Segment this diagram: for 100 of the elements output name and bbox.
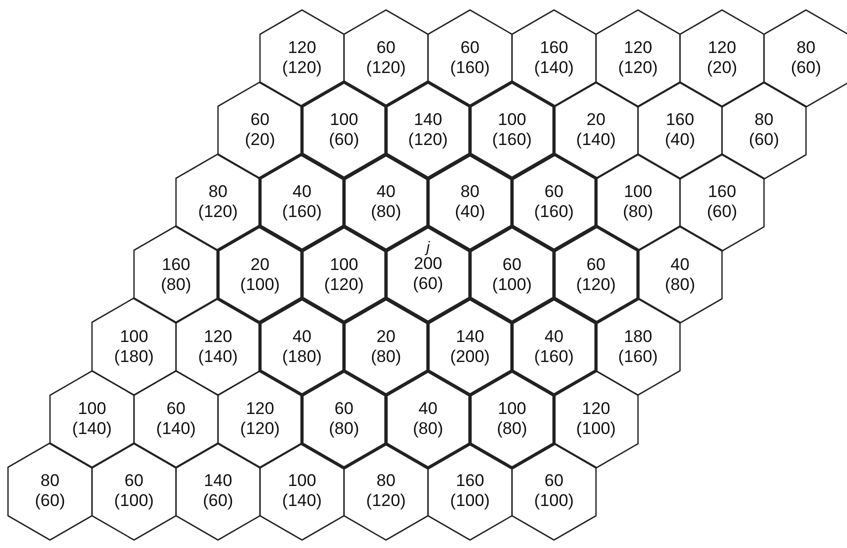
cell-value: 60 bbox=[544, 471, 564, 492]
bracketed-value: (20) bbox=[706, 58, 738, 78]
cell-marker: j bbox=[426, 241, 430, 254]
hexagon-cell bbox=[260, 298, 344, 396]
bracketed-value: (80) bbox=[370, 346, 402, 367]
cell-value: 140 bbox=[414, 110, 442, 130]
hexagon-cell bbox=[386, 82, 470, 179]
hexagon-cell bbox=[596, 154, 680, 251]
hexagon-cell bbox=[134, 370, 218, 468]
hexagon-cell bbox=[176, 154, 260, 251]
bracketed-value: (120) bbox=[282, 58, 322, 78]
cell-value: 140 bbox=[204, 471, 232, 492]
cell-value: 80 bbox=[376, 471, 396, 492]
cell-value: 160 bbox=[708, 182, 736, 202]
cell-value: 100 bbox=[498, 399, 526, 419]
hexagon-cell bbox=[470, 370, 554, 468]
cell-value: 100 bbox=[78, 399, 106, 419]
cell-value: 160 bbox=[666, 110, 694, 130]
cell-value: 140 bbox=[456, 326, 484, 347]
cell-value: 200 bbox=[414, 254, 442, 274]
bracketed-value: (120) bbox=[324, 274, 364, 295]
cell-value: 100 bbox=[498, 110, 526, 130]
bracketed-value: (160) bbox=[534, 346, 574, 367]
cell-value: 100 bbox=[330, 254, 358, 275]
hexagon-cell bbox=[512, 154, 596, 251]
bracketed-value: (80) bbox=[328, 419, 360, 439]
cell-value: 60 bbox=[376, 38, 396, 58]
hexagon-cell bbox=[596, 10, 680, 106]
bracketed-value: (140) bbox=[198, 346, 238, 367]
cell-value: 120 bbox=[204, 326, 232, 347]
cell-value: 100 bbox=[624, 182, 652, 202]
bracketed-value: (100) bbox=[114, 491, 154, 512]
bracketed-value: (160) bbox=[450, 58, 490, 78]
hexagon-cell bbox=[764, 10, 847, 106]
hexagon-cell bbox=[260, 442, 344, 540]
cell-value: 100 bbox=[120, 326, 148, 347]
hexagon-cell bbox=[260, 10, 344, 106]
cell-value: 100 bbox=[288, 471, 316, 492]
cell-value: 40 bbox=[376, 182, 396, 202]
bracketed-value: (140) bbox=[576, 130, 616, 150]
hexagon-cell bbox=[92, 298, 176, 396]
cell-value: 80 bbox=[460, 182, 480, 202]
bracketed-value: (120) bbox=[198, 202, 238, 222]
hexagon-cell bbox=[218, 226, 302, 324]
cell-value: 60 bbox=[460, 38, 480, 58]
bracketed-value: (60) bbox=[790, 58, 822, 78]
cell-value: 40 bbox=[292, 182, 312, 202]
cell-value: 40 bbox=[670, 254, 690, 275]
bracketed-value: (100) bbox=[240, 274, 280, 295]
hexagon-cell bbox=[596, 298, 680, 396]
hexagon-cell bbox=[512, 442, 596, 540]
hexagon-cell bbox=[554, 226, 638, 324]
bracketed-value: (60) bbox=[748, 130, 780, 150]
cell-value: 120 bbox=[582, 399, 610, 419]
bracketed-value: (120) bbox=[408, 130, 448, 150]
cell-value: 180 bbox=[624, 326, 652, 347]
bracketed-value: (120) bbox=[576, 274, 616, 295]
cell-value: 80 bbox=[796, 38, 816, 58]
bracketed-value: (80) bbox=[664, 274, 696, 295]
hexagon-cell bbox=[176, 298, 260, 396]
cell-value: 60 bbox=[502, 254, 522, 275]
bracketed-value: (200) bbox=[450, 346, 490, 367]
hexagon-cell bbox=[470, 82, 554, 179]
cell-value: 160 bbox=[540, 38, 568, 58]
bracketed-value: (60) bbox=[412, 274, 444, 294]
hexagon-cell bbox=[176, 442, 260, 540]
bracketed-value: (40) bbox=[664, 130, 696, 150]
bracketed-value: (60) bbox=[202, 491, 234, 512]
hexagon-cell bbox=[344, 298, 428, 396]
cell-value: 40 bbox=[544, 326, 564, 347]
hexagon-cell bbox=[8, 442, 92, 540]
hexagon-cell bbox=[134, 226, 218, 324]
cell-value: 120 bbox=[288, 38, 316, 58]
bracketed-value: (80) bbox=[370, 202, 402, 222]
hexagon-cell bbox=[260, 154, 344, 251]
hexagon-cell bbox=[554, 82, 638, 179]
bracketed-value: (100) bbox=[450, 491, 490, 512]
bracketed-value: (40) bbox=[454, 202, 486, 222]
bracketed-value: (140) bbox=[282, 491, 322, 512]
bracketed-value: (160) bbox=[618, 346, 658, 367]
bracketed-value: (160) bbox=[282, 202, 322, 222]
hexagon-cell bbox=[554, 370, 638, 468]
bracketed-value: (160) bbox=[492, 130, 532, 150]
cell-value: 120 bbox=[246, 399, 274, 419]
bracketed-value: (60) bbox=[328, 130, 360, 150]
cell-value: 60 bbox=[250, 110, 270, 130]
cell-value: 160 bbox=[162, 254, 190, 275]
cell-value: 80 bbox=[40, 471, 60, 492]
hexagon-cell bbox=[386, 370, 470, 468]
hexagon-cell bbox=[512, 10, 596, 106]
hexagon-cell bbox=[722, 82, 806, 179]
hexagon-cell bbox=[302, 370, 386, 468]
hexagon-cell bbox=[428, 298, 512, 396]
hexagon-cell bbox=[638, 82, 722, 179]
bracketed-value: (140) bbox=[534, 58, 574, 78]
cell-value: 20 bbox=[586, 110, 606, 130]
bracketed-value: (140) bbox=[72, 419, 112, 439]
hexagon-cell bbox=[680, 154, 764, 251]
bracketed-value: (140) bbox=[156, 419, 196, 439]
bracketed-value: (180) bbox=[282, 346, 322, 367]
